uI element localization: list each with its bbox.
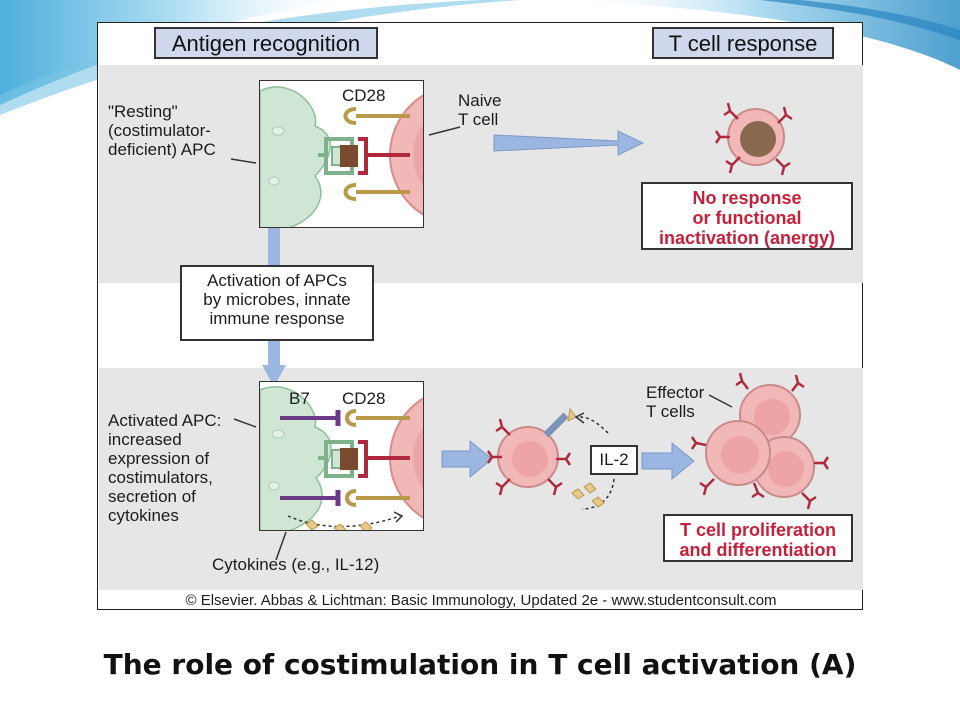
proliferation-outcome-box: T cell proliferation and differentiation — [663, 514, 853, 562]
resting-synapse-panel — [259, 80, 424, 228]
il2-box: IL-2 — [590, 445, 638, 475]
activated-t-cell — [486, 407, 577, 496]
anergy-outcome-box: No response or functional inactivation (… — [641, 182, 853, 250]
activated-synapse-illustration — [260, 386, 423, 530]
resting-synapse-illustration — [260, 86, 423, 227]
cd28-label-top: CD28 — [342, 86, 386, 105]
apc-activation-box: Activation of APCs by microbes, innate i… — [180, 265, 374, 341]
activated-synapse-panel — [259, 381, 424, 531]
resting-apc-label: "Resting" (costimulator- deficient) APC — [108, 102, 216, 159]
effector-t-cells — [690, 372, 830, 510]
cytokines-label: Cytokines (e.g., IL-12) — [212, 555, 380, 574]
costimulation-figure: Antigen recognition T cell response CD28… — [97, 22, 863, 610]
slide-caption: The role of costimulation in T cell acti… — [103, 648, 857, 681]
cd28-label-bottom: CD28 — [342, 389, 386, 408]
diagram-arrows-and-cells — [230, 102, 830, 561]
anergic-t-cell — [714, 102, 793, 176]
naive-t-cell-label: Naive T cell — [458, 91, 502, 129]
effector-t-cells-label: Effector T cells — [646, 383, 705, 421]
header-antigen-recognition: Antigen recognition — [154, 27, 378, 59]
header-t-cell-response: T cell response — [652, 27, 834, 59]
copyright-text: © Elsevier. Abbas & Lichtman: Basic Immu… — [185, 592, 777, 609]
activated-apc-label: Activated APC: increased expression of c… — [108, 411, 222, 525]
b7-label: B7 — [289, 389, 310, 408]
